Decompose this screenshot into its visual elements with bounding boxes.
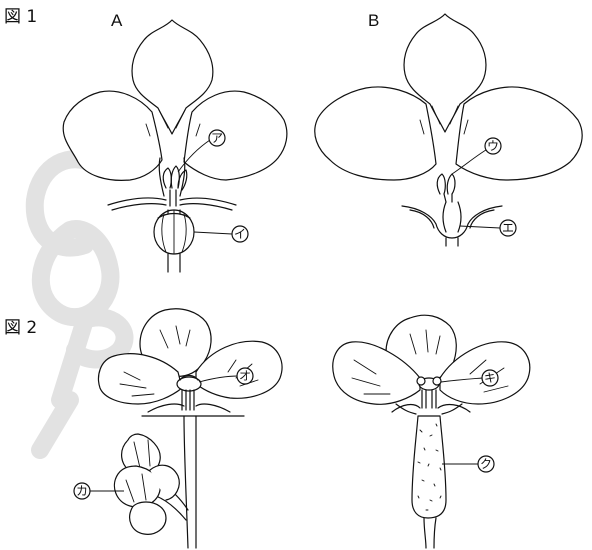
- figure1-label-b: B: [368, 11, 379, 30]
- figure1-label-a: A: [111, 11, 123, 30]
- marker-i: イ: [194, 226, 248, 242]
- marker-ka-label: カ: [76, 484, 88, 498]
- flower-ki: [333, 315, 530, 548]
- copy-watermark: [35, 159, 125, 450]
- figure2-title: 図 2: [4, 318, 37, 338]
- flower-b: [315, 14, 582, 246]
- marker-o-label: オ: [239, 369, 251, 383]
- marker-ku: ク: [442, 456, 494, 472]
- figure1-title: 図 1: [4, 7, 37, 27]
- marker-ki-label: キ: [484, 371, 496, 385]
- marker-a-label: ア: [211, 131, 223, 145]
- marker-u-label: ウ: [487, 139, 499, 153]
- marker-i-label: イ: [234, 227, 246, 241]
- marker-e-label: エ: [502, 221, 514, 235]
- marker-ku-label: ク: [480, 457, 492, 471]
